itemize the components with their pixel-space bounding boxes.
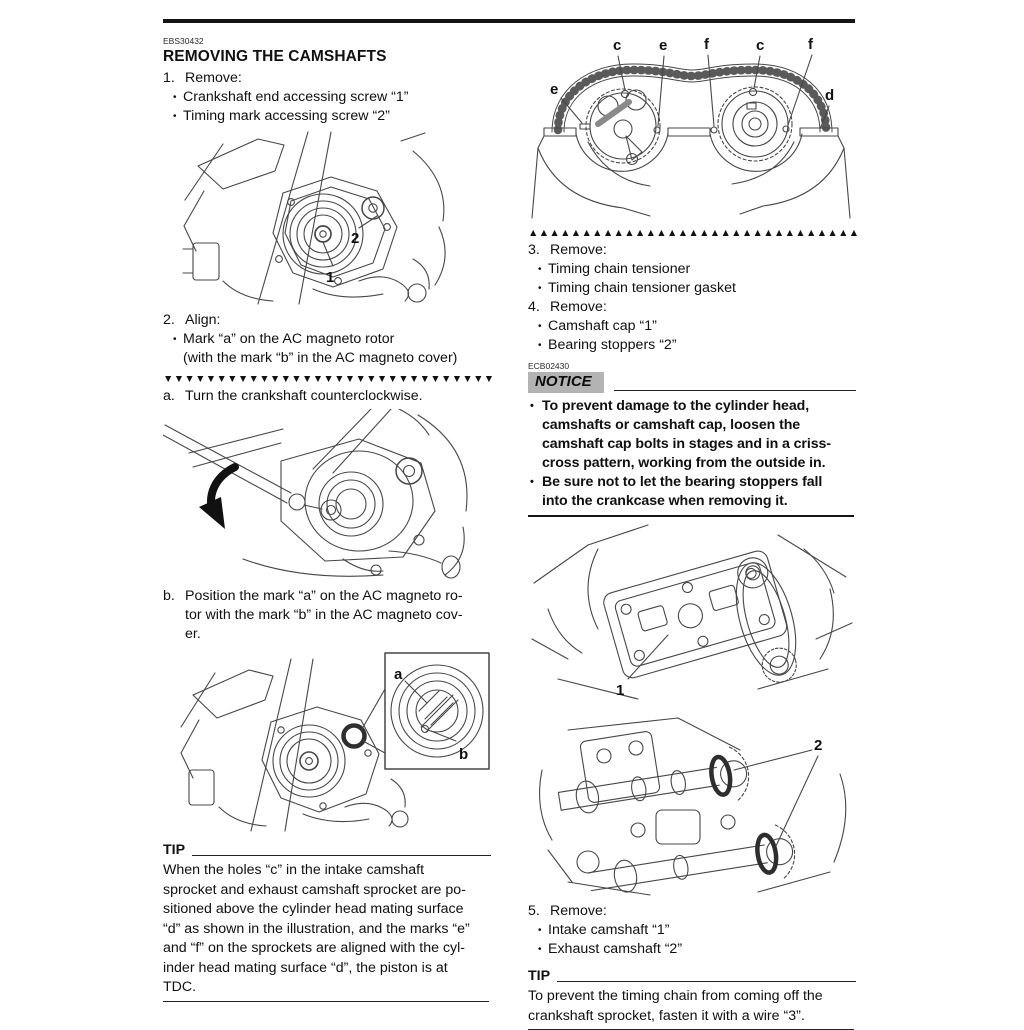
bullet-text: Camshaft cap “1” — [548, 318, 657, 334]
step-number: 2. — [163, 312, 175, 328]
figure-label-cap-1: 1 — [616, 682, 624, 699]
right-column: c e f c f e d ▲▲▲▲▲▲▲▲▲▲▲▲▲▲▲▲▲▲▲▲▲▲▲▲▲▲… — [528, 30, 858, 1030]
figure-mark-alignment: a b — [180, 652, 490, 832]
list-item: • Crankshaft end accessing screw “1” — [163, 88, 493, 107]
figure-turn-crankshaft — [163, 409, 468, 579]
figure-label-d: d — [825, 87, 834, 104]
substep-text: Turn the crankshaft counterclockwise. — [185, 388, 423, 404]
step-label: Remove: — [185, 70, 242, 86]
page-top-rule — [163, 19, 855, 23]
bullet-dot: • — [538, 340, 542, 351]
figure-label-stoppers-2: 2 — [814, 737, 822, 754]
notice-text: Be sure not to let the bearing stoppers … — [542, 474, 823, 509]
step-3: 3. Remove: — [528, 241, 858, 260]
section-code: EBS30432 — [163, 36, 204, 46]
bullet-text: Timing chain tensioner gasket — [548, 280, 736, 296]
left-column: EBS30432 REMOVING THE CAMSHAFTS 1. Remov… — [163, 30, 493, 1002]
bullet-text: Exhaust camshaft “2” — [548, 941, 683, 957]
list-item: • Intake camshaft “1” — [528, 921, 858, 940]
figure-label-screw-1: 1 — [326, 269, 334, 286]
step-number: 3. — [528, 242, 540, 258]
bullet-dot: • — [538, 264, 542, 275]
notice-text: To prevent damage to the cylinder head, … — [542, 398, 831, 471]
tip-heading-rule — [557, 981, 856, 982]
figure-label-c1: c — [613, 37, 621, 54]
bullet-continuation: (with the mark “b” in the AC magneto cov… — [183, 350, 458, 366]
bullet-dot: • — [538, 321, 542, 332]
notice-heading-rule — [613, 390, 856, 391]
bullet-dot: • — [538, 944, 542, 955]
step-number: 4. — [528, 299, 540, 315]
step-label: Remove: — [550, 242, 607, 258]
list-item: • Mark “a” on the AC magneto rotor — [163, 330, 493, 349]
substep-a: a. Turn the crankshaft counterclockwise. — [163, 387, 493, 406]
list-item: • Timing mark accessing screw “2” — [163, 107, 493, 126]
tip-end-rule — [163, 1000, 489, 1002]
step-5: 5. Remove: — [528, 902, 858, 921]
bullet-text: Mark “a” on the AC magneto rotor — [183, 331, 395, 347]
bullet-text: Crankshaft end accessing screw “1” — [183, 89, 409, 105]
figure-label-e-top: e — [659, 37, 667, 54]
bullet-text: Timing chain tensioner — [548, 261, 691, 277]
figure-camshaft-cap: 1 — [531, 524, 853, 700]
step-label: Remove: — [550, 903, 607, 919]
step-label: Align: — [185, 312, 221, 328]
step-1: 1. Remove: — [163, 69, 493, 88]
notice-item: • Be sure not to let the bearing stopper… — [528, 473, 858, 511]
list-item: • Exhaust camshaft “2” — [528, 940, 858, 959]
figure-accessing-screws: 1 2 — [182, 131, 446, 305]
step-number: 1. — [163, 70, 175, 86]
substep-letter: b. — [163, 588, 175, 604]
bullet-dot: • — [530, 476, 534, 488]
substep-b: b. Position the mark “a” on the AC magne… — [163, 587, 493, 644]
page-title: REMOVING THE CAMSHAFTS — [163, 48, 387, 65]
figure-label-f1: f — [704, 36, 710, 53]
notice-badge: NOTICE — [528, 372, 604, 393]
tip-text: To prevent the timing chain from coming … — [528, 988, 823, 1024]
bullet-dot: • — [538, 283, 542, 294]
list-item: • Bearing stoppers “2” — [528, 336, 858, 355]
tip-heading-row: TIP — [528, 968, 858, 985]
figure-camshafts: 2 — [539, 717, 847, 896]
tip-heading: TIP — [163, 842, 186, 858]
figure-label-e-left: e — [550, 81, 558, 98]
tip-heading-row: TIP — [163, 842, 493, 859]
notice-heading-row: NOTICE — [528, 372, 858, 393]
step-4: 4. Remove: — [528, 298, 858, 317]
bullet-dot: • — [173, 334, 177, 345]
list-item: • Camshaft cap “1” — [528, 317, 858, 336]
notice-item: • To prevent damage to the cylinder head… — [528, 397, 858, 473]
step-number: 5. — [528, 903, 540, 919]
notice-body: • To prevent damage to the cylinder head… — [528, 397, 858, 511]
bullet-dot: • — [538, 925, 542, 936]
bullet-text: Bearing stoppers “2” — [548, 337, 677, 353]
tip-heading-rule — [192, 855, 491, 856]
list-item: • Timing chain tensioner — [528, 260, 858, 279]
tip-heading: TIP — [528, 968, 551, 984]
bullet-text: Timing mark accessing screw “2” — [183, 108, 390, 124]
triangle-separator-down: ▼▼▼▼▼▼▼▼▼▼▼▼▼▼▼▼▼▼▼▼▼▼▼▼▼▼▼▼▼▼▼▼▼▼ — [163, 373, 493, 385]
notice-end-rule — [528, 515, 854, 517]
notice-code: ECB02430 — [528, 361, 570, 371]
bullet-dot: • — [173, 111, 177, 122]
bullet-dot: • — [530, 400, 534, 412]
figure-label-screw-2: 2 — [351, 230, 359, 247]
bullet-dot: • — [173, 92, 177, 103]
bullet-text: Intake camshaft “1” — [548, 922, 670, 938]
figure-label-f2: f — [808, 36, 814, 53]
triangle-separator-up: ▲▲▲▲▲▲▲▲▲▲▲▲▲▲▲▲▲▲▲▲▲▲▲▲▲▲▲▲▲▲▲▲▲▲ — [528, 227, 858, 239]
figure-label-mark-a: a — [394, 666, 403, 683]
tip-text: When the holes “c” in the intake camshaf… — [163, 862, 470, 995]
list-item: • Timing chain tensioner gasket — [528, 279, 858, 298]
figure-label-c2: c — [756, 37, 764, 54]
figure-timing-marks: c e f c f e d — [531, 36, 851, 219]
substep-letter: a. — [163, 388, 175, 404]
figure-label-mark-b: b — [459, 746, 468, 763]
step-2: 2. Align: — [163, 311, 493, 330]
substep-text: Position the mark “a” on the AC magneto … — [185, 588, 463, 642]
step-label: Remove: — [550, 299, 607, 315]
